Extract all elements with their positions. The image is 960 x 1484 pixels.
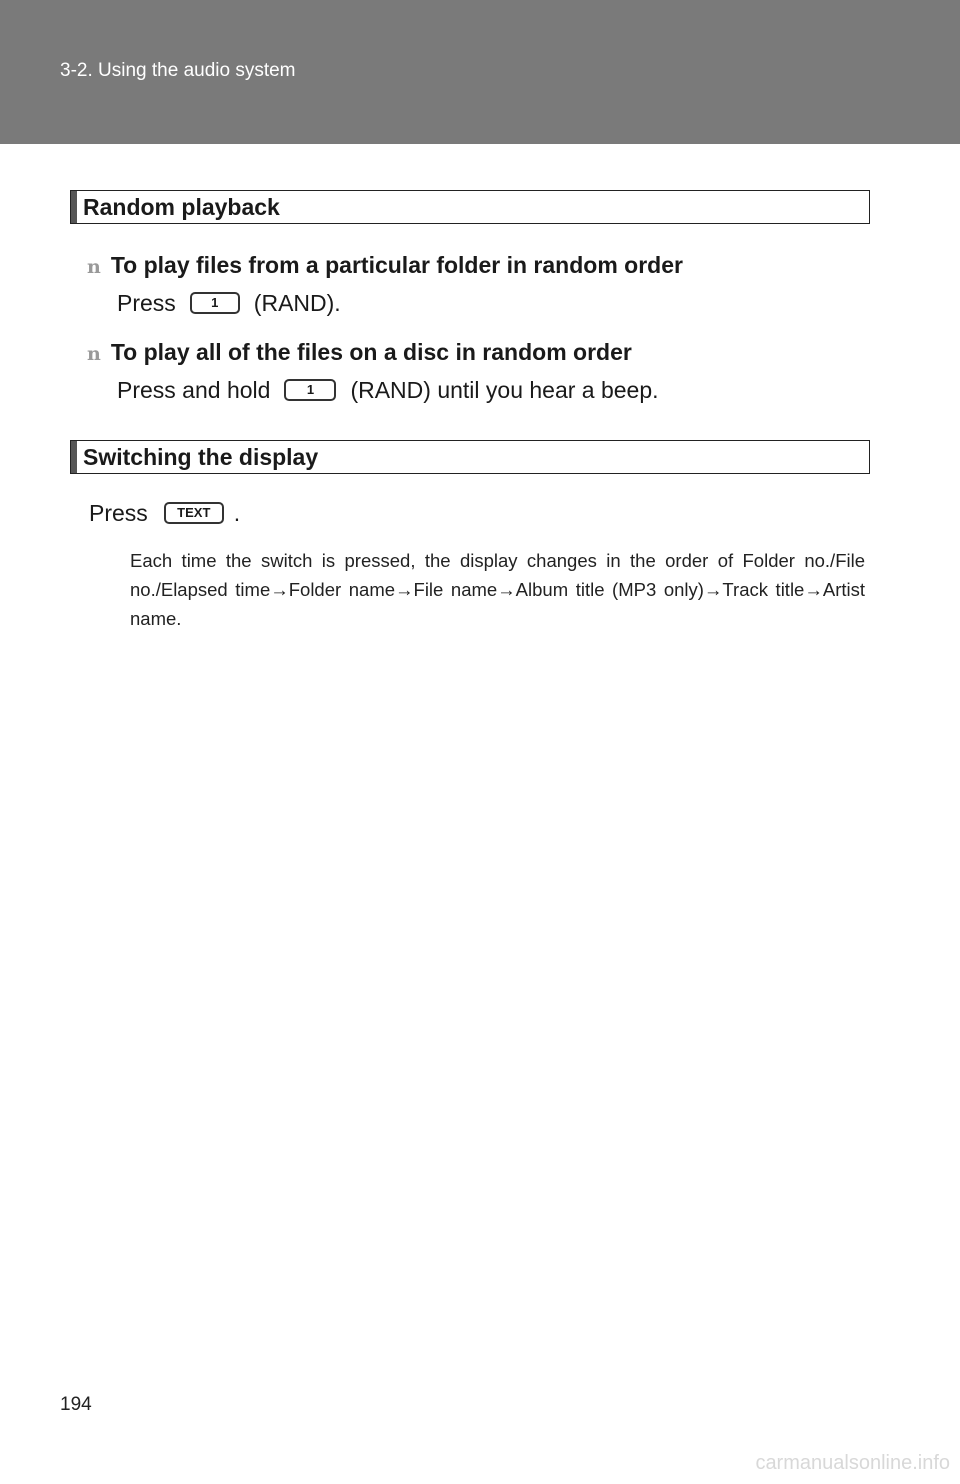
- instruction-suffix: (RAND).: [253, 290, 341, 316]
- instruction-folder-random: Press 1 (RAND).: [117, 290, 341, 317]
- instruction-text-key: Press TEXT.: [89, 500, 240, 527]
- instruction-press: Press: [117, 290, 176, 316]
- subheading-disc-random: n To play all of the files on a disc in r…: [87, 339, 632, 366]
- instruction-press: Press: [89, 500, 148, 526]
- subheading-folder-random: n To play files from a particular folder …: [87, 252, 683, 279]
- section-switching-display: Switching the display: [70, 440, 870, 474]
- subheading-text: To play all of the files on a disc in ra…: [110, 339, 632, 365]
- key-1-button-icon: 1: [189, 291, 240, 314]
- breadcrumb: 3-2. Using the audio system: [60, 60, 296, 81]
- instruction-suffix: .: [233, 500, 241, 526]
- bullet-marker: n: [87, 256, 101, 278]
- section-title: Switching the display: [83, 444, 319, 470]
- instruction-suffix: (RAND) until you hear a beep.: [350, 377, 659, 403]
- subheading-text: To play files from a particular folder i…: [110, 252, 683, 278]
- watermark: carmanualsonline.info: [755, 1452, 950, 1474]
- key-text-button-icon: TEXT: [163, 501, 224, 524]
- instruction-press: Press and hold: [117, 377, 271, 403]
- display-order-note: Each time the switch is pressed, the dis…: [130, 550, 865, 629]
- header-band: 3-2. Using the audio system: [0, 0, 960, 144]
- section-title: Random playback: [83, 194, 280, 220]
- bullet-marker: n: [87, 343, 101, 365]
- section-random-playback: Random playback: [70, 190, 870, 224]
- instruction-disc-random: Press and hold 1 (RAND) until you hear a b…: [117, 377, 659, 404]
- key-1-button-icon: 1: [284, 378, 337, 401]
- page-number: 194: [60, 1394, 92, 1415]
